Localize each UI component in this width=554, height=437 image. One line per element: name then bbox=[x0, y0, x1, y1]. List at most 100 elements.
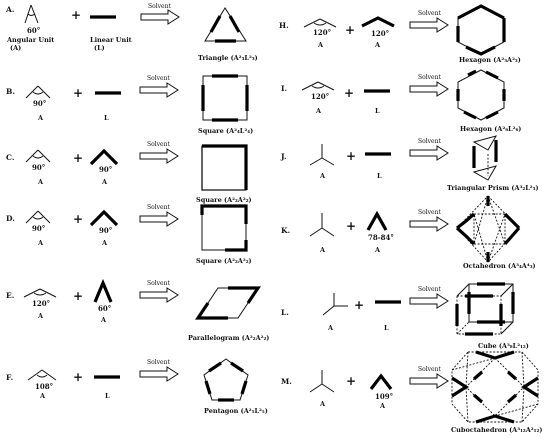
row-letter: F. bbox=[6, 373, 13, 382]
reaction-arrow-icon bbox=[139, 211, 179, 227]
unit2-sub: L bbox=[375, 107, 380, 115]
angular-unit-thick-icon bbox=[361, 16, 395, 28]
unit1-angle: 120° bbox=[311, 92, 329, 101]
row-letter: L. bbox=[281, 308, 289, 317]
product-label: Pentagon (A²₅L²₅) bbox=[204, 407, 268, 415]
row-m: M. A + 109° A Solvent bbox=[281, 350, 542, 434]
solvent-label: Solvent bbox=[147, 280, 170, 287]
reaction-arrow-icon bbox=[409, 145, 449, 161]
hexagon-icon bbox=[456, 4, 506, 56]
reaction-arrow-icon bbox=[409, 373, 449, 389]
unit1-angle: 120° bbox=[313, 28, 331, 37]
unit2-sub: A bbox=[101, 178, 108, 186]
angular-unit-thick-icon bbox=[89, 209, 119, 227]
solvent-label: Solvent bbox=[418, 138, 441, 145]
svg-text:+: + bbox=[73, 151, 83, 165]
unit1-angle: 108° bbox=[35, 382, 53, 391]
unit1-label: Angular Unit bbox=[6, 36, 54, 44]
tritopic-unit-icon bbox=[309, 213, 335, 237]
pentagon-icon bbox=[203, 358, 249, 402]
solvent-label: Solvent bbox=[148, 3, 171, 10]
row-letter: I. bbox=[281, 84, 287, 93]
product-label: Hexagon (A²₆L²₆) bbox=[460, 125, 521, 133]
row-letter: D. bbox=[6, 214, 15, 223]
solvent-label: Solvent bbox=[147, 75, 170, 82]
unit1-sub: A bbox=[37, 114, 44, 122]
unit1-sub: A bbox=[37, 239, 44, 247]
unit2-sub: A bbox=[374, 41, 381, 49]
reaction-arrow-icon bbox=[409, 17, 449, 33]
row-letter: A. bbox=[5, 5, 14, 14]
product-label: Hexagon (A²₃A²₃) bbox=[459, 56, 521, 64]
triangular-prism-icon bbox=[472, 135, 498, 181]
cube-icon bbox=[455, 282, 515, 336]
row-j: J. A + L Solvent Triangular Prism (A³₂L²… bbox=[280, 135, 539, 192]
reaction-arrow-icon bbox=[139, 366, 179, 382]
row-letter: C. bbox=[6, 153, 14, 162]
square-icon bbox=[200, 204, 248, 252]
solvent-label: Solvent bbox=[418, 366, 441, 373]
unit2-angle: 60° bbox=[98, 304, 111, 313]
svg-text:+: + bbox=[345, 23, 355, 37]
square-icon bbox=[201, 74, 249, 122]
unit1-sub: A bbox=[319, 400, 326, 408]
product-label: Triangle (A²₃L²₃) bbox=[198, 54, 258, 62]
row-letter: H. bbox=[279, 21, 289, 30]
reaction-arrow-icon bbox=[139, 148, 179, 164]
row-c: C. 90° A + 90° A Solvent Square (A²₂A²₂) bbox=[6, 141, 252, 204]
angular-unit-thick-icon bbox=[366, 210, 388, 231]
unit2-label: Linear Unit bbox=[90, 36, 132, 44]
solvent-label: Solvent bbox=[147, 359, 170, 366]
unit1-sub: A bbox=[319, 172, 326, 180]
row-b: B. 90° A + L Solvent Square (A²₄L²₄) bbox=[6, 74, 253, 135]
angular-unit-icon bbox=[303, 18, 337, 28]
parallelogram-icon bbox=[195, 286, 261, 320]
unit2-angle: 109° bbox=[375, 392, 393, 401]
hexagon-icon bbox=[456, 69, 506, 121]
tritopic-unit-icon bbox=[322, 293, 348, 316]
unit2-sub: A bbox=[374, 246, 381, 254]
unit2-angle: 90° bbox=[99, 165, 112, 174]
row-h: H. 120° A + 120° A Solvent Hexagon (A²₃A… bbox=[279, 4, 521, 64]
angular-unit-icon bbox=[27, 369, 57, 381]
svg-text:+: + bbox=[354, 298, 364, 312]
unit1-sub: A bbox=[37, 178, 44, 186]
reaction-arrow-icon bbox=[409, 293, 449, 309]
unit1-sub: A bbox=[37, 312, 44, 320]
row-letter: E. bbox=[6, 291, 14, 300]
svg-text:+: + bbox=[346, 374, 356, 388]
unit1-angle: 90° bbox=[32, 163, 45, 172]
unit1-sub: A bbox=[39, 392, 46, 400]
product-label: Triangular Prism (A³₂L²₃) bbox=[447, 184, 539, 192]
unit2-sub: A bbox=[101, 239, 108, 247]
unit1-angle: 90° bbox=[32, 224, 45, 233]
tritopic-unit-icon bbox=[309, 370, 335, 393]
svg-text:+: + bbox=[346, 149, 356, 163]
unit1-angle: 90° bbox=[33, 99, 46, 108]
angular-unit-icon bbox=[25, 149, 51, 163]
angular-unit-icon bbox=[24, 4, 39, 24]
unit2-sub: L bbox=[384, 324, 389, 332]
product-label: Square (A²₂A²₂) bbox=[196, 257, 252, 265]
row-letter: M. bbox=[281, 377, 292, 386]
reaction-arrow-icon bbox=[409, 216, 449, 232]
angular-unit-icon bbox=[301, 81, 335, 91]
unit2-angle: 120° bbox=[371, 29, 389, 38]
unit1-sub: (A) bbox=[10, 44, 21, 52]
solvent-label: Solvent bbox=[147, 204, 170, 211]
product-label: Square (A²₄L²₄) bbox=[198, 127, 253, 135]
row-letter: B. bbox=[6, 87, 15, 96]
product-label: Octahedron (A³₄A⁴₃) bbox=[463, 262, 536, 270]
angular-unit-icon bbox=[25, 85, 51, 99]
product-label: Parallelogram (A²₂A²₂) bbox=[188, 334, 269, 342]
unit2-sub: (L) bbox=[94, 44, 105, 52]
row-i: I. 120° A + L Solvent Hexagon (A²₆L²₆) bbox=[281, 69, 521, 133]
reaction-arrow-icon bbox=[409, 81, 449, 97]
row-f: F. 108° A + L Solvent Pentagon (A²₅L²₅) bbox=[6, 358, 268, 415]
unit2-angle: 90° bbox=[99, 226, 112, 235]
triangle-icon bbox=[204, 7, 247, 43]
reaction-arrow-icon bbox=[140, 9, 180, 25]
svg-text:+: + bbox=[71, 8, 81, 22]
row-l: L. A + L Solvent Cube (A³₈L²₁₂) bbox=[281, 282, 529, 350]
